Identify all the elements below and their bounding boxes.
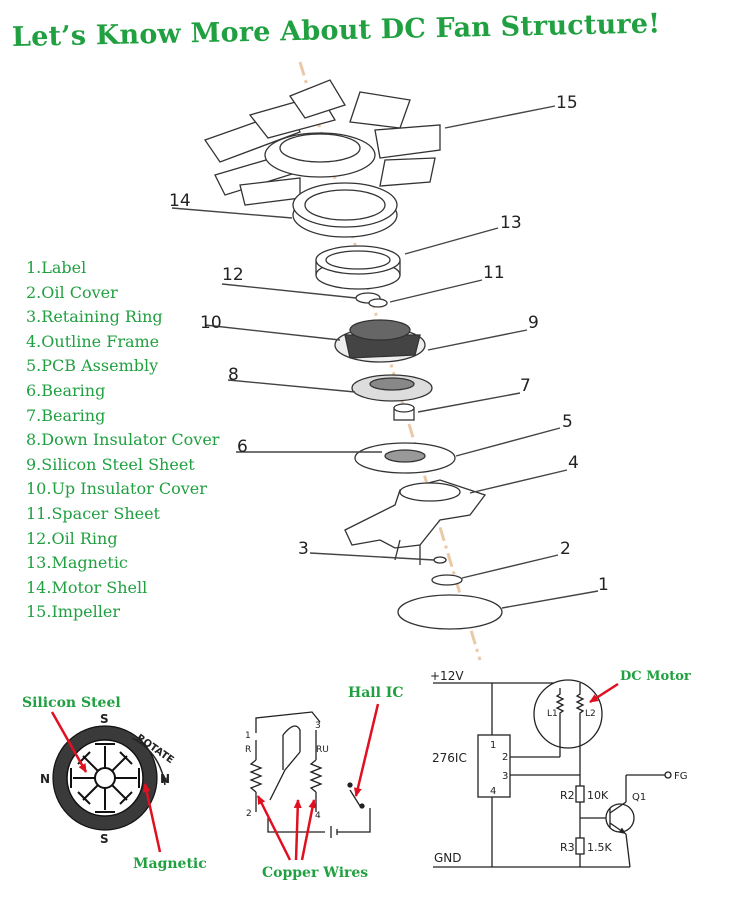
magnetic-ring xyxy=(315,245,401,290)
parts-list-item: 11.Spacer Sheet xyxy=(26,503,160,523)
parts-list-item: 9.Silicon Steel Sheet xyxy=(26,454,195,474)
outline-frame xyxy=(344,479,487,565)
parts-list-item: 7.Bearing xyxy=(26,405,106,425)
exploded-view xyxy=(171,61,599,661)
r2-resistor xyxy=(575,785,585,803)
magnetic-arrow xyxy=(142,783,162,853)
callout-5: 5 xyxy=(562,412,573,432)
pole-n-right: N xyxy=(160,772,170,786)
pole-s-bottom: S xyxy=(100,832,109,846)
silicon-steel-core xyxy=(70,743,140,813)
pole-s-top: S xyxy=(100,712,109,726)
hall-ic-arrow xyxy=(353,703,380,797)
silicon-steel-arrow xyxy=(50,711,88,773)
label-disc xyxy=(397,594,503,630)
ic-name-label: 276IC xyxy=(432,751,467,765)
callout-15: 15 xyxy=(556,93,578,113)
coil-r xyxy=(249,759,263,793)
parts-list: 1.Label 2.Oil Cover 3.Retaining Ring 4.O… xyxy=(26,256,219,625)
copper-wires-label: Copper Wires xyxy=(262,865,368,881)
q1-label: Q1 xyxy=(632,792,646,803)
oil-cover xyxy=(431,574,463,586)
parts-list-item: 6.Bearing xyxy=(26,380,106,400)
parts-list-item: 5.PCB Assembly xyxy=(26,356,159,376)
supply-label: +12V xyxy=(430,669,464,683)
l2-label: L2 xyxy=(585,709,596,719)
r2-value: 10K xyxy=(587,789,609,802)
parts-list-item: 2.Oil Cover xyxy=(26,282,118,302)
hall-coil-r: R xyxy=(245,745,251,755)
bearing-seven xyxy=(393,403,415,421)
parts-list-item: 15.Impeller xyxy=(26,602,120,622)
dc-motor-arrow xyxy=(589,682,619,704)
hall-pin-4: 4 xyxy=(315,811,321,821)
callout-7: 7 xyxy=(520,376,531,396)
ic-pin-1: 1 xyxy=(490,740,496,751)
leader-lines xyxy=(171,105,599,609)
pole-n-left: N xyxy=(40,772,50,786)
pcb-assembly xyxy=(354,442,456,474)
callout-10: 10 xyxy=(200,313,222,333)
down-insulator xyxy=(351,374,433,402)
copper-arrow-3 xyxy=(300,799,317,861)
hall-pin-3: 3 xyxy=(315,721,321,731)
fg-label: FG xyxy=(674,771,688,782)
ic-276-box xyxy=(477,734,511,798)
l1-label: L1 xyxy=(547,709,558,719)
callout-numbers: 15 14 13 12 11 10 9 8 7 6 5 4 3 2 1 xyxy=(169,93,609,595)
rotor-diagram: ROTATE S S N N Silicon Steel Magnetic xyxy=(22,695,207,872)
callout-9: 9 xyxy=(528,313,539,333)
callout-2: 2 xyxy=(560,539,571,559)
ic-pin-4: 4 xyxy=(490,786,496,797)
hall-pin-2: 2 xyxy=(246,809,252,819)
r2-label: R2 xyxy=(560,789,575,802)
spacer-sheet xyxy=(368,298,388,308)
dc-motor-label: DC Motor xyxy=(620,669,691,684)
parts-list-item: 4.Outline Frame xyxy=(26,331,160,351)
callout-11: 11 xyxy=(483,263,505,283)
callout-14: 14 xyxy=(169,191,191,211)
r3-label: R3 xyxy=(560,841,575,854)
hall-pin-1: 1 xyxy=(245,731,251,741)
schematic xyxy=(433,679,672,868)
callout-13: 13 xyxy=(500,213,522,233)
callout-6: 6 xyxy=(237,437,248,457)
callout-4: 4 xyxy=(568,453,579,473)
r3-resistor xyxy=(575,837,585,855)
rotate-arrow xyxy=(131,737,167,786)
parts-list-item: 12.Oil Ring xyxy=(26,528,118,548)
copper-arrow-1 xyxy=(256,795,292,861)
r3-value: 1.5K xyxy=(587,841,612,854)
motor-shell xyxy=(292,182,398,238)
hall-ic-label: Hall IC xyxy=(348,685,404,701)
retaining-ring xyxy=(433,556,447,564)
parts-list-item: 13.Magnetic xyxy=(26,553,128,573)
ic-pin-2: 2 xyxy=(502,752,508,763)
parts-list-item: 14.Motor Shell xyxy=(26,577,148,597)
callout-12: 12 xyxy=(222,265,244,285)
parts-list-item: 10.Up Insulator Cover xyxy=(26,479,207,499)
parts-list-item: 3.Retaining Ring xyxy=(26,307,163,327)
impeller xyxy=(203,79,441,206)
hall-wiring-diagram xyxy=(249,711,371,838)
silicon-steel-label: Silicon Steel xyxy=(22,695,121,711)
magnetic-label: Magnetic xyxy=(133,856,207,872)
stator-assembly xyxy=(334,319,426,363)
center-axis xyxy=(298,61,482,661)
ic-pin-3: 3 xyxy=(502,771,508,782)
callout-1: 1 xyxy=(598,575,609,595)
dc-motor-circle xyxy=(533,679,603,749)
parts-list-item: 8.Down Insulator Cover xyxy=(26,430,220,450)
coil-ru xyxy=(309,759,323,793)
parts-list-item: 1.Label xyxy=(26,258,87,277)
gnd-label: GND xyxy=(434,851,462,865)
copper-arrow-2 xyxy=(293,799,302,861)
callout-3: 3 xyxy=(298,539,309,559)
hall-labels: 1 R 3 RU 2 4 Hall IC Copper Wires xyxy=(245,685,404,881)
callout-8: 8 xyxy=(228,365,239,385)
hall-coil-ru: RU xyxy=(316,745,329,755)
schematic-labels: +12V GND 276IC 1 2 3 4 L1 L2 DC Motor R2… xyxy=(430,669,691,865)
